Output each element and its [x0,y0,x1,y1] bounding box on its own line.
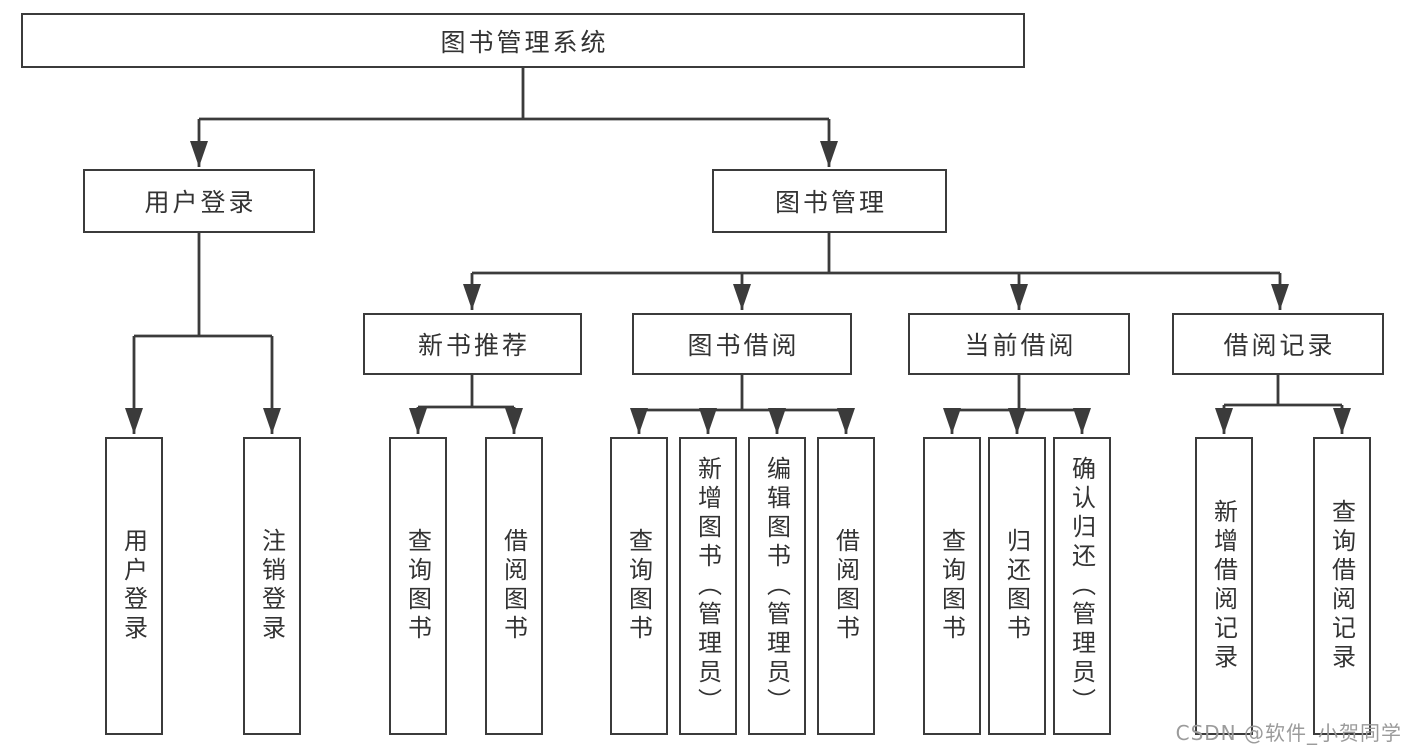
csdn-watermark: CSDN @软件_小贺同学 [1175,721,1402,745]
node-current-borrowing: 当前借阅 [908,313,1130,375]
node-book-borrowing: 图书借阅 [632,313,852,375]
connector-user-login-children [125,233,281,434]
node-new-book-recommendation: 新书推荐 [363,313,582,375]
leaf-edit-books-admin: 编辑图书（管理员） [748,437,806,735]
node-book-management: 图书管理 [712,169,947,233]
leaf-confirm-return-admin: 确认归还（管理员） [1053,437,1111,735]
node-library-management-system: 图书管理系统 [21,13,1025,68]
node-user-login: 用户登录 [83,169,315,233]
leaf-query-books-borrowing: 查询图书 [610,437,668,735]
leaf-add-borrow-record: 新增借阅记录 [1195,437,1253,735]
leaf-user-login: 用户登录 [105,437,163,735]
connector-current-borrow-children [943,375,1091,434]
connector-new-book-children [409,375,523,434]
leaf-query-books-current: 查询图书 [923,437,981,735]
node-borrowing-records: 借阅记录 [1172,313,1384,375]
leaf-add-books-admin: 新增图书（管理员） [679,437,737,735]
connector-book-borrow-children [630,375,855,434]
connector-root-to-level2 [190,68,838,167]
leaf-borrow-books: 借阅图书 [485,437,543,735]
leaf-return-books: 归还图书 [988,437,1046,735]
connector-borrow-records-children [1215,375,1351,434]
leaf-query-books: 查询图书 [389,437,447,735]
leaf-logout: 注销登录 [243,437,301,735]
connector-book-management-children [463,233,1289,310]
leaf-borrow-books-borrowing: 借阅图书 [817,437,875,735]
leaf-query-borrow-record: 查询借阅记录 [1313,437,1371,735]
